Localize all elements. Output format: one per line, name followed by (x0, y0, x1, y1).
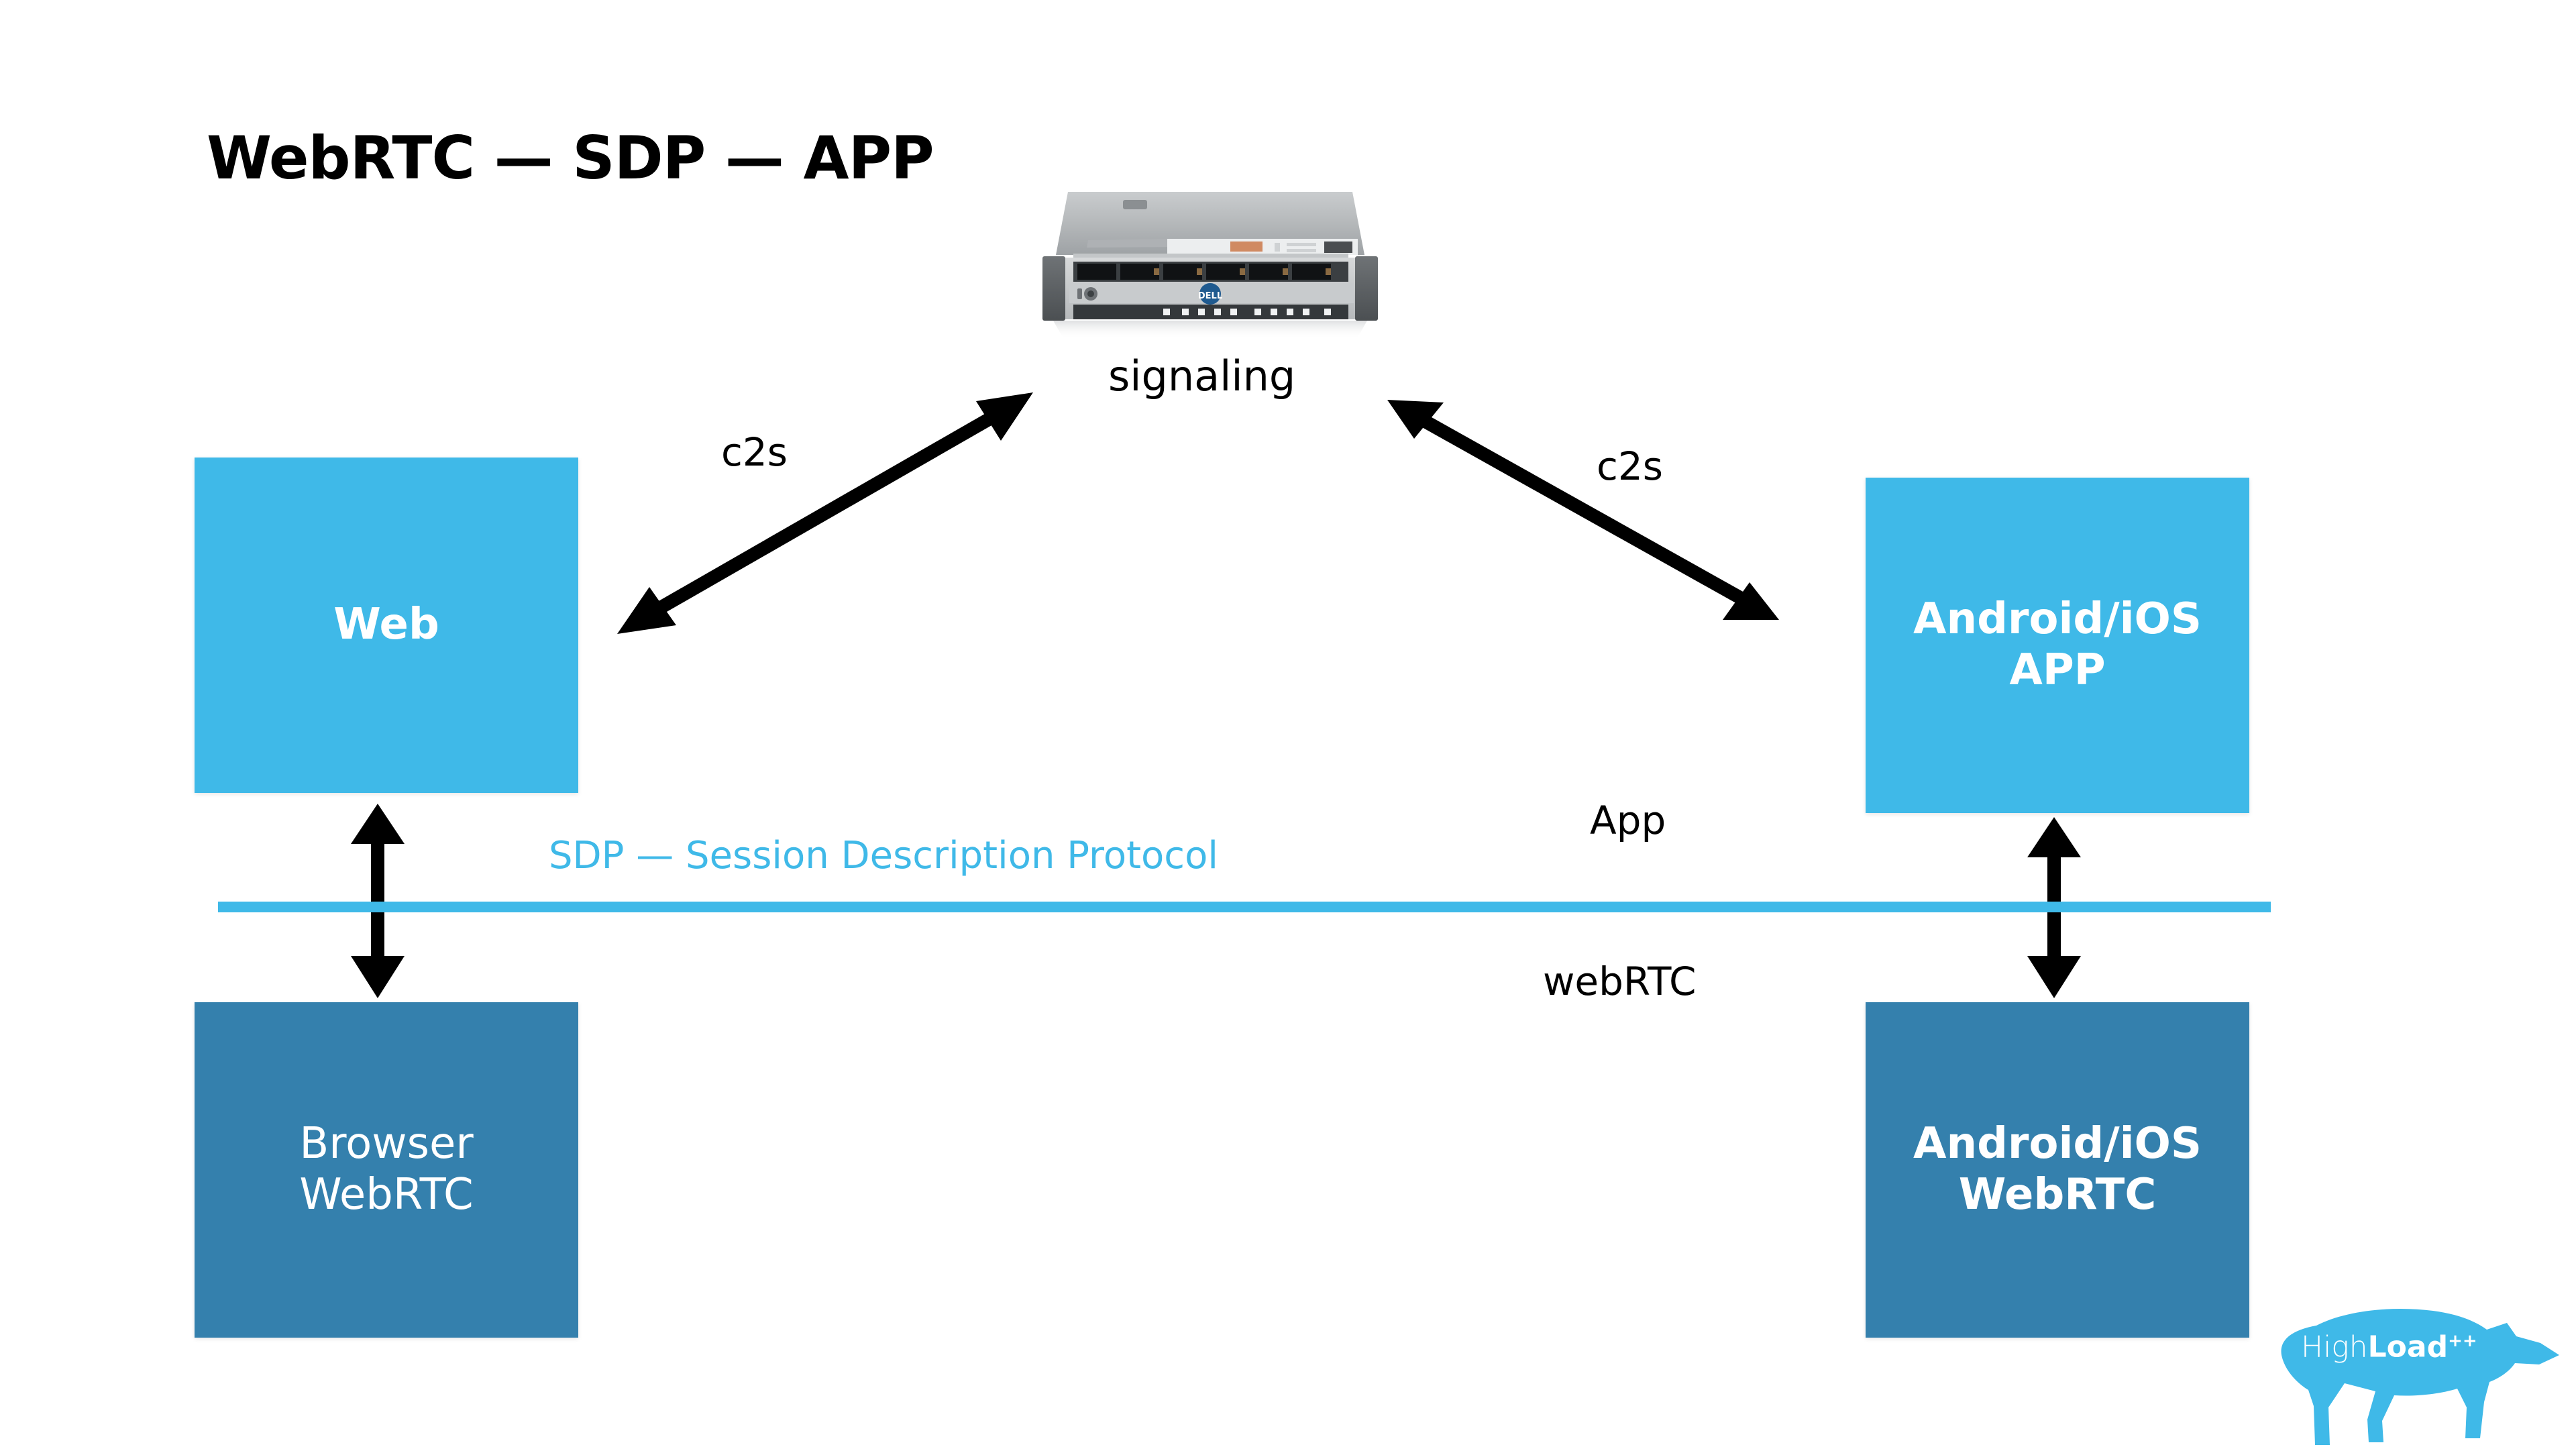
arrow-web-to-signaling (617, 392, 1033, 634)
arrow-web-to-browser (351, 804, 405, 998)
c2s-label-left: c2s (721, 429, 788, 475)
highload-wordmark: HighLoad++ (2301, 1332, 2477, 1362)
brand-name-light: High (2301, 1330, 2368, 1364)
signaling-label: signaling (1108, 352, 1296, 400)
node-web[interactable]: Web (195, 458, 578, 793)
bear-logo-icon (2281, 1308, 2559, 1445)
arrow-signaling-to-app (1387, 400, 1779, 620)
node-android-ios-webrtc-label: Android/iOS WebRTC (1913, 1119, 2202, 1220)
webrtc-layer-label: webRTC (1543, 959, 1697, 1004)
c2s-label-right: c2s (1597, 443, 1664, 489)
app-layer-label: App (1590, 798, 1666, 843)
node-web-label: Web (333, 600, 439, 650)
brand-name-bold: Load (2367, 1330, 2449, 1364)
rack-server-icon: DELL (1042, 192, 1378, 339)
node-browser-webrtc[interactable]: Browser WebRTC (195, 1002, 578, 1338)
page-title: WebRTC — SDP — APP (207, 123, 934, 193)
node-android-ios-app-label: Android/iOS APP (1913, 594, 2202, 695)
brand-suffix: ++ (2448, 1331, 2477, 1351)
node-android-ios-app[interactable]: Android/iOS APP (1866, 478, 2249, 813)
svg-text:DELL: DELL (1198, 291, 1222, 301)
node-browser-webrtc-label: Browser WebRTC (299, 1119, 474, 1220)
node-android-ios-webrtc[interactable]: Android/iOS WebRTC (1866, 1002, 2249, 1338)
sdp-divider-label: SDP — Session Description Protocol (549, 834, 1218, 877)
sdp-divider-line (218, 902, 2271, 912)
